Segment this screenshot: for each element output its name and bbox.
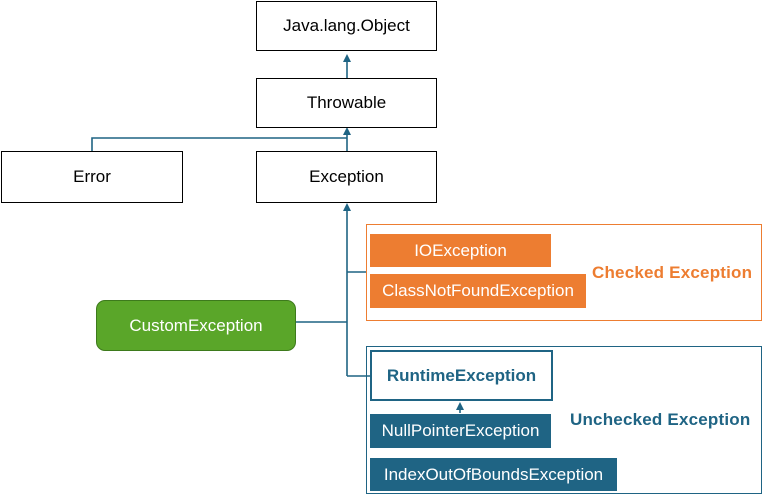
checked-exception-group [366,224,762,321]
class-not-found-exception-node: ClassNotFoundException [370,274,586,308]
object-node: Java.lang.Object [256,1,437,51]
checked-exception-label: Checked Exception [592,263,753,282]
unchecked-exception-label: Unchecked Exception [570,410,751,429]
index-out-of-bounds-exception-node: IndexOutOfBoundsException [370,458,617,491]
exception-node: Exception [256,151,437,203]
connector-error-to-throwable [91,137,347,151]
runtime-exception-node: RuntimeException [370,350,553,401]
io-exception-node: IOException [370,234,551,267]
error-node: Error [1,151,183,203]
custom-exception-node: CustomException [96,300,296,351]
null-pointer-exception-node: NullPointerException [370,414,551,448]
unchecked-exception-group [366,346,762,494]
throwable-node: Throwable [256,78,437,128]
